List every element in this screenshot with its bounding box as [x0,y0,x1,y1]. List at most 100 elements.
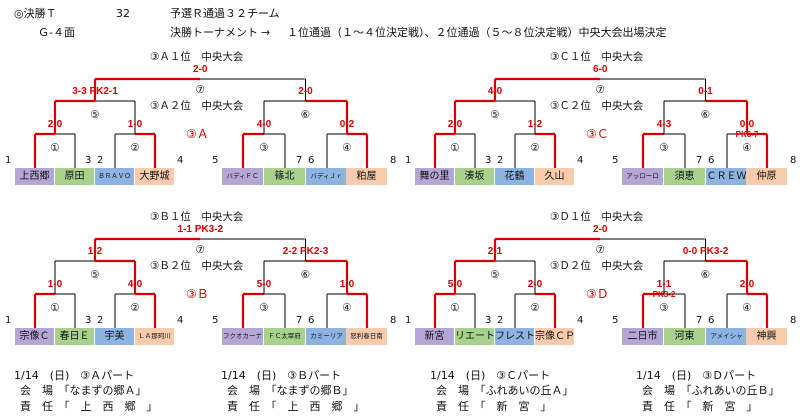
score-match3-c: 4-3 [656,119,672,130]
team-box-b-6: ＦＣ太宰府 [264,328,306,345]
team-box-b-1: 宗像Ｃ [15,328,55,345]
title-second-c: ③Ｃ２位 中央大会 [550,100,644,112]
seed-number-b-3: 3 [85,315,92,326]
header-tournament-title: 決勝トーナメント [170,26,258,39]
team-box-a-1: 上西郷 [15,168,55,185]
seed-number-d-3: 3 [485,315,492,326]
score-semi5-c: 4-0 [487,86,503,97]
team-box-b-7: カミーリア [306,328,348,345]
seed-number-a-3: 3 [85,155,92,166]
score-final-d: 2-0 [593,224,608,235]
seed-number-b-2: 2 [97,315,104,326]
score-semi5-b: 1-2 [87,246,103,257]
team-box-c-3: 花鶴 [495,168,535,185]
group-label-d: ③Ｄ [586,287,609,301]
seed-number-d-4: 4 [577,315,584,326]
pk-match4-c: PK6-7 [735,130,759,139]
seed-number-a-8: 8 [390,155,397,166]
title-second-d: ③Ｄ２位 中央大会 [550,260,644,272]
seed-number-a-1: 1 [5,155,12,166]
header-description: 予選Ｒ通過３２チーム [170,7,280,20]
footer-d-responsible: 責 任 「 新 宮 」 [642,400,758,413]
team-box-d-1: 新宮 [415,328,455,345]
match-number-3-d: ③ [659,302,669,314]
footer-b-responsible: 責 任 「 上 西 郷 」 [227,400,365,413]
score-semi6-a: 2-0 [298,86,313,97]
score-match1-a: 2-0 [47,119,63,130]
seed-number-b-4: 4 [177,315,184,326]
match-number-5-d: ⑤ [490,269,500,281]
team-box-b-4: ＬＡ那珂川 [135,328,175,345]
header-qualification-desc: １位通過（１～４位決定戦）、２位通過（５～８位決定戦）中央大会出場決定 [287,26,667,39]
footer-a-venue: 会 場 「なまずの郷Ａ」 [20,384,147,397]
score-final-b: 1-1 PK3-2 [177,224,224,235]
match-number-3-a: ③ [259,142,269,154]
score-semi6-d: 0-0 PK3-2 [682,246,729,257]
seed-number-d-6: 6 [708,315,715,326]
team-box-c-7: ＣＲＥＷ [706,168,748,185]
team-box-a-8: 粕屋 [346,168,388,185]
title-second-b: ③Ｂ２位 中央大会 [150,260,244,272]
seed-number-a-2: 2 [97,155,104,166]
seed-number-c-2: 2 [497,155,504,166]
seed-number-a-4: 4 [177,155,184,166]
seed-number-c-8: 8 [790,155,797,166]
seed-number-a-6: 6 [308,155,315,166]
match-number-5-b: ⑤ [90,269,100,281]
footer-d-venue: 会 場 「ふれあいの丘Ｂ」 [642,384,780,397]
team-box-b-3: 宇美 [95,328,135,345]
seed-number-b-7: 7 [296,315,303,326]
team-box-d-2: リエート [455,328,495,345]
seed-number-c-1: 1 [405,155,412,166]
match-number-2-d: ② [530,302,540,314]
team-box-a-7: バディＪｒ [306,168,348,185]
team-box-d-6: 河東 [664,328,706,345]
match-number-7-d: ⑦ [595,244,605,256]
match-number-6-d: ⑥ [700,269,711,281]
match-number-5-c: ⑤ [490,109,500,121]
team-box-c-8: 仲原 [746,168,788,185]
team-box-b-5: フクオカーナ [222,328,264,345]
team-box-c-5: アッローロ [622,168,664,185]
match-number-2-c: ② [530,142,540,154]
team-box-a-4: 大野城 [135,168,175,185]
score-semi6-c: 0-1 [698,86,713,97]
group-label-b: ③Ｂ [186,287,209,301]
score-match2-d: 2-0 [527,279,543,290]
match-number-1-d: ① [450,302,460,314]
seed-number-b-1: 1 [5,315,12,326]
match-number-7-b: ⑦ [195,244,205,256]
score-match2-b: 4-0 [127,279,143,290]
score-match4-d: 2-0 [739,279,755,290]
footer-c-date: 1/14 (日) ③Ｃパート [430,369,551,382]
match-number-1-b: ① [50,302,60,314]
score-semi6-b: 2-2 PK2-3 [282,246,329,257]
score-semi5-d: 2-1 [487,246,503,257]
seed-number-b-6: 6 [308,315,315,326]
group-label-a: ③Ａ [186,127,209,141]
match-number-6-a: ⑥ [300,109,311,121]
footer-a-date: 1/14 (日) ③Ａパート [14,369,135,382]
team-box-d-3: フレスト [495,328,535,345]
score-semi5-a: 3-3 PK2-1 [72,86,118,97]
team-box-a-6: 篠北 [264,168,306,185]
score-match2-a: 1-0 [127,119,143,130]
seed-number-d-1: 1 [405,315,412,326]
seed-number-d-2: 2 [497,315,504,326]
score-match3-d: 1-1 [656,279,672,290]
match-number-6-c: ⑥ [700,109,711,121]
seed-number-d-5: 5 [612,315,619,326]
match-number-4-d: ④ [742,302,752,314]
score-match3-a: 4-0 [256,119,272,130]
score-match1-c: 2-0 [447,119,463,130]
team-box-b-2: 春日Ｅ [55,328,95,345]
team-box-a-5: バディＦＣ [222,168,264,185]
footer-b-venue: 会 場 「なまずの郷Ｂ」 [227,384,354,397]
team-box-b-8: 怒利春日南 [346,328,388,345]
score-final-a: 2-0 [193,64,208,75]
team-box-a-2: 原田 [55,168,95,185]
score-final-c: 6-0 [593,64,608,75]
team-box-c-1: 舞の里 [415,168,455,185]
title-first-c: ③Ｃ１位 中央大会 [550,51,644,63]
team-box-c-6: 須恵 [664,168,706,185]
